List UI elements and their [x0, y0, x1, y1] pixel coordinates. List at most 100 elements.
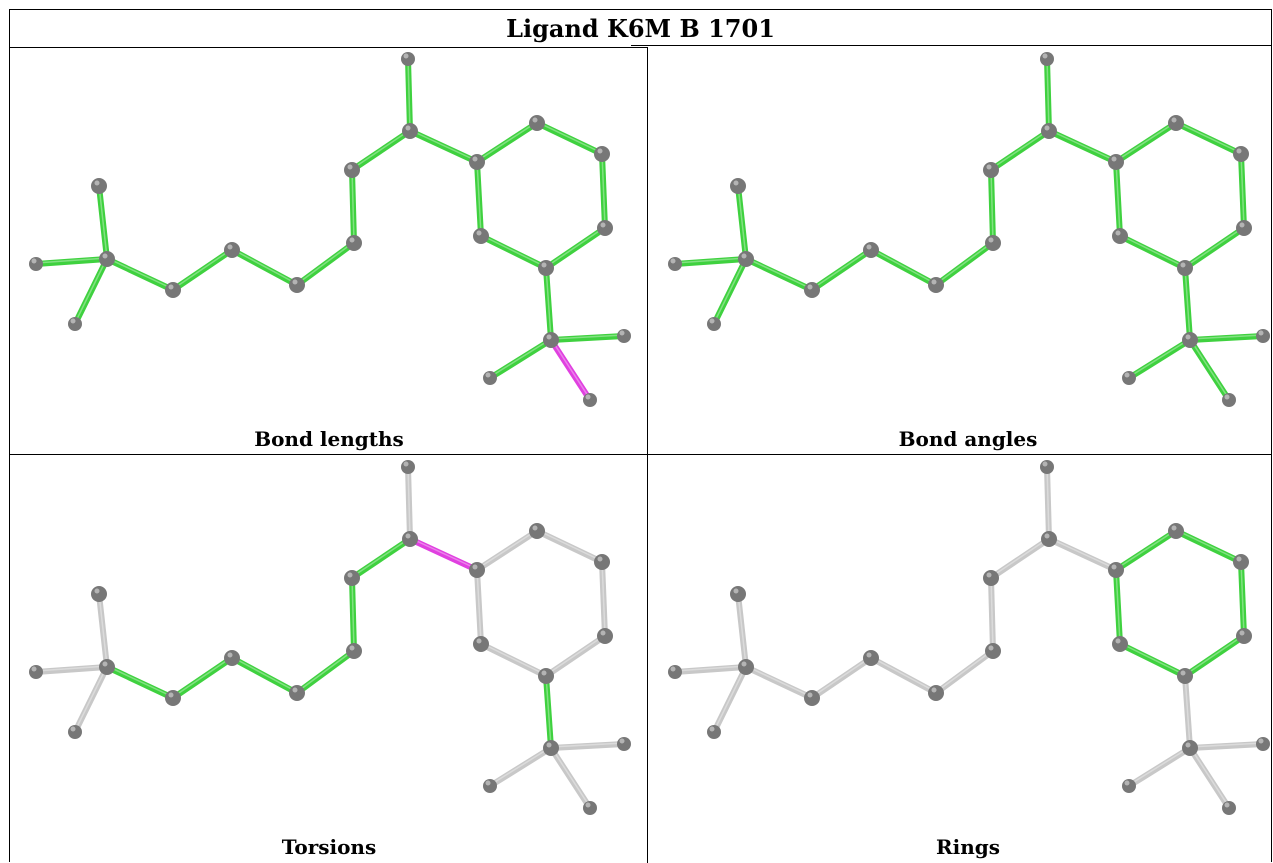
- bond-8-9: [405, 56, 413, 134]
- title-divider: [9, 47, 647, 48]
- atom-17: [583, 801, 597, 815]
- bond-highlight-15-16: [550, 742, 625, 748]
- row-divider: [9, 454, 1272, 455]
- atom-22: [473, 228, 489, 244]
- bond-14-15: [1182, 265, 1193, 343]
- atom-shine-6: [931, 687, 937, 693]
- bond-highlight-4-5: [811, 248, 872, 290]
- bond-highlight-15-17: [550, 746, 591, 808]
- atom-shine-14: [541, 670, 547, 676]
- atom-1: [91, 178, 107, 194]
- bond-15-18: [487, 745, 554, 789]
- bond-highlight-14-15: [545, 674, 552, 748]
- bond-highlight-0-2: [35, 665, 108, 672]
- atom-4: [165, 282, 181, 298]
- bond-11-12: [1173, 528, 1244, 565]
- panel-bond-angles: Bond angles: [648, 47, 1273, 454]
- atom-shine-17: [1224, 802, 1230, 808]
- atom-0: [738, 251, 754, 267]
- bond-11-12: [534, 528, 605, 565]
- bond-highlight-14-15: [1184, 266, 1191, 340]
- bond-highlight-15-18: [1128, 746, 1191, 786]
- atom-shine-13: [1239, 222, 1245, 228]
- bond-0-4: [104, 664, 176, 701]
- bond-highlight-5-6: [870, 248, 937, 285]
- bond-highlight-0-3: [74, 665, 108, 732]
- bond-highlight-0-4: [106, 665, 174, 698]
- bond-6-7: [294, 240, 357, 288]
- atom-6: [289, 685, 305, 701]
- atom-shine-20: [347, 164, 353, 170]
- atom-shine-20: [986, 572, 992, 578]
- bond-highlight-12-13: [1240, 152, 1245, 228]
- atom-14: [538, 668, 554, 684]
- bond-highlight-0-3: [74, 257, 108, 324]
- atom-18: [483, 371, 497, 385]
- atom-16: [617, 737, 631, 751]
- atom-shine-10: [472, 156, 478, 162]
- atom-2: [668, 257, 682, 271]
- bond-highlight-8-9: [1046, 57, 1050, 131]
- atom-shine-17: [585, 802, 591, 808]
- atom-16: [1256, 329, 1270, 343]
- atom-shine-4: [807, 692, 813, 698]
- atom-8: [402, 123, 418, 139]
- atom-20: [344, 162, 360, 178]
- bond-highlight-20-8: [351, 129, 411, 170]
- atom-shine-0: [741, 661, 747, 667]
- atom-2: [668, 665, 682, 679]
- bond-20-8: [349, 536, 413, 581]
- atom-shine-20: [986, 164, 992, 170]
- bond-0-3: [72, 256, 110, 327]
- atom-shine-22: [1115, 638, 1121, 644]
- bond-highlight-22-10: [476, 160, 482, 236]
- panel-bond-lengths: Bond lengths: [9, 47, 649, 454]
- bond-highlight-10-11: [1115, 529, 1177, 570]
- bond-0-1: [96, 183, 110, 262]
- bond-20-8: [988, 128, 1052, 173]
- bond-0-4: [104, 256, 176, 293]
- bond-highlight-8-10: [409, 129, 478, 162]
- bond-highlight-15-16: [1189, 742, 1264, 748]
- atom-11: [1168, 523, 1184, 539]
- atom-8: [402, 531, 418, 547]
- atom-11: [529, 523, 545, 539]
- atom-7: [985, 235, 1001, 251]
- atom-11: [529, 115, 545, 131]
- bond-0-2: [672, 664, 749, 675]
- bond-14-15: [1182, 673, 1193, 751]
- bond-highlight-6-7: [935, 649, 994, 693]
- atom-shine-7: [349, 237, 355, 243]
- bond-highlight-6-7: [296, 649, 355, 693]
- bond-15-16: [548, 741, 627, 751]
- bond-14-15: [543, 673, 554, 751]
- bond-highlight-0-2: [674, 257, 747, 264]
- atom-0: [99, 251, 115, 267]
- atom-5: [224, 650, 240, 666]
- atom-5: [863, 242, 879, 258]
- bond-highlight-5-6: [231, 248, 298, 285]
- caption-bond-angles: Bond angles: [898, 427, 1038, 451]
- bond-highlight-13-14: [1184, 226, 1245, 268]
- bond-highlight-14-22: [480, 642, 547, 676]
- atom-shine-18: [1124, 780, 1130, 786]
- bond-highlight-5-6: [231, 656, 298, 693]
- bond-14-22: [1117, 641, 1188, 679]
- atom-9: [1040, 52, 1054, 66]
- atom-3: [68, 317, 82, 331]
- atom-shine-2: [670, 258, 676, 264]
- bond-highlight-15-18: [489, 746, 552, 786]
- atom-9: [401, 460, 415, 474]
- atom-17: [1222, 393, 1236, 407]
- atom-shine-10: [1111, 156, 1117, 162]
- atom-16: [1256, 737, 1270, 751]
- bond-10-11: [474, 528, 540, 573]
- bond-highlight-6-7: [935, 241, 994, 285]
- atom-4: [165, 690, 181, 706]
- atom-8: [1041, 123, 1057, 139]
- bond-highlight-7-20: [351, 576, 355, 651]
- bond-highlight-11-12: [536, 529, 603, 562]
- bond-highlight-15-18: [1128, 338, 1191, 378]
- atom-shine-18: [1124, 372, 1130, 378]
- atom-10: [469, 562, 485, 578]
